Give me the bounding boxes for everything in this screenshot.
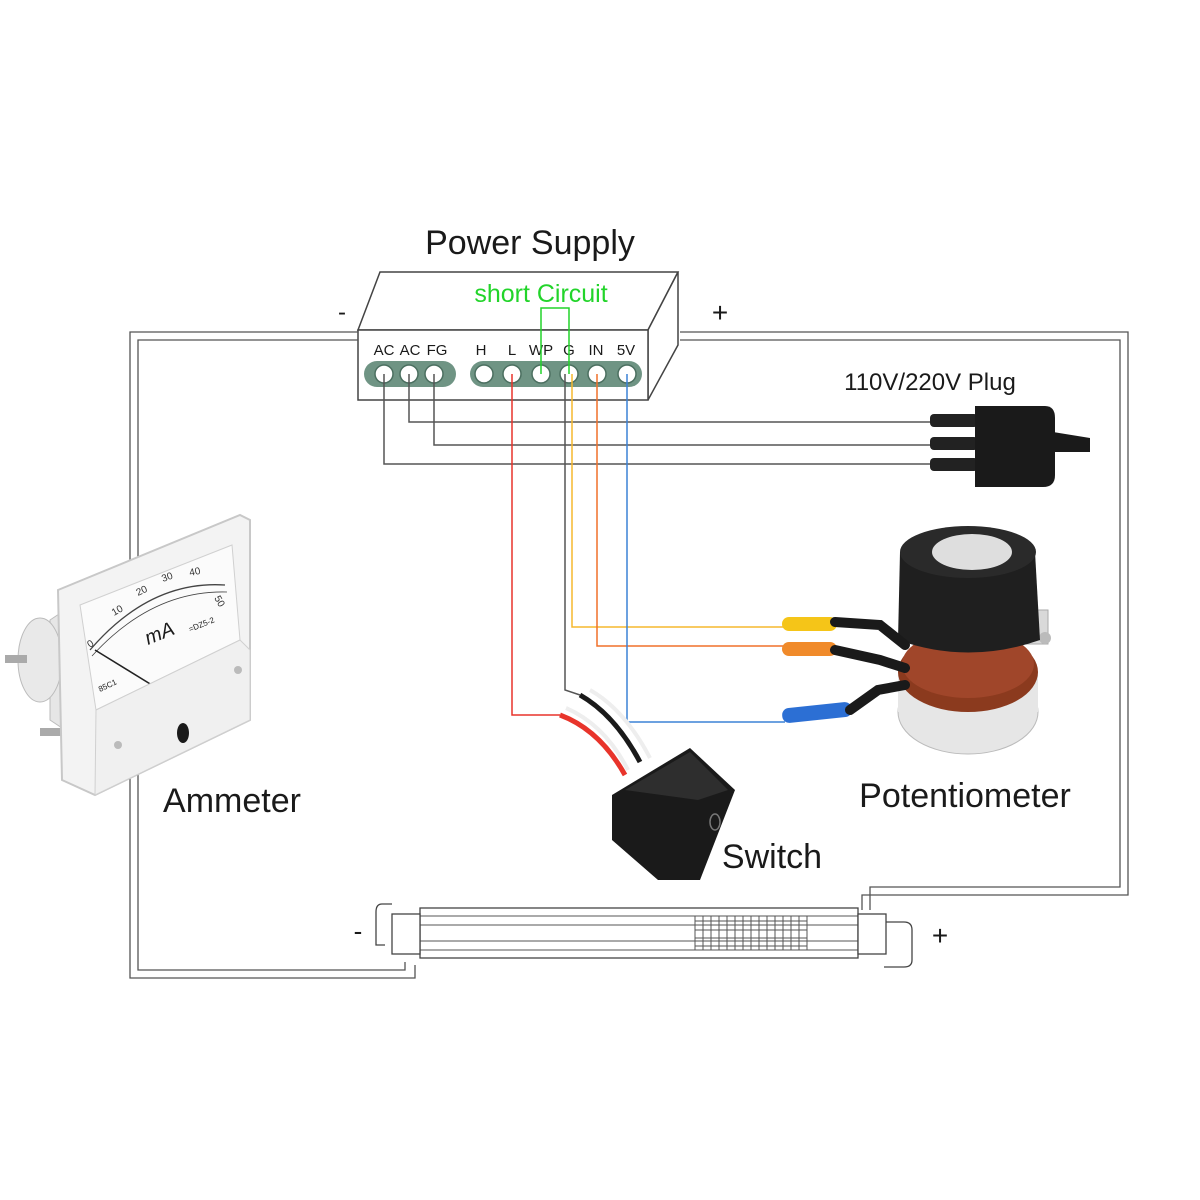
terminal-label: AC [400,342,421,359]
wire-black-g [564,374,581,696]
lead-blue [782,702,852,723]
switch-label: Switch [722,838,822,876]
rocker-switch [559,688,735,880]
ammeter-needle [94,649,161,691]
tube-plus-label: + [932,920,948,951]
terminal-label: FG [427,342,448,359]
terminal-label: AC [374,342,395,359]
wire-red [511,374,560,716]
lead-orange [782,642,837,656]
terminal-label: H [476,342,487,359]
power-supply-title: Power Supply [425,224,635,262]
power-plug [930,406,1090,487]
ammeter-scale: 0 10 20 30 40 50 [85,566,226,651]
terminal-label: 5V [617,342,635,359]
terminal-strip-dc [470,361,642,387]
ammeter-scale-label: 10 [110,603,126,618]
wire-positive-loop [680,331,1129,910]
wire-negative-loop [129,331,416,979]
terminal-label: IN [589,342,604,359]
terminal-label: L [508,342,516,359]
ammeter-scale-label: 0 [85,638,96,650]
wire-orange [596,374,785,647]
lead-yellow [782,617,837,631]
terminal-h-3 [474,364,494,384]
ammeter-scale-label: 20 [135,584,150,599]
plug-label: 110V/220V Plug [844,369,1016,396]
ps-minus-label: - [338,299,346,326]
potentiometer-label: Potentiometer [859,777,1071,815]
tube-coil [694,916,808,950]
ammeter-scale-label: 50 [211,594,226,610]
wire-blue [626,374,785,723]
ammeter-zero-adjust [177,723,189,743]
short-circuit-jumper [540,307,570,374]
ps-plus-label: + [712,297,728,328]
wire-yellow [571,374,785,628]
ac-wires [383,374,935,465]
ammeter-scale-label: 40 [188,566,202,579]
potentiometer [782,526,1051,755]
ammeter-scale-label: 30 [160,571,175,585]
ammeter-label: Ammeter [163,782,301,820]
tube-minus-label: - [354,916,363,946]
short-circuit-label: short Circuit [474,280,607,308]
laser-tube [375,903,913,968]
